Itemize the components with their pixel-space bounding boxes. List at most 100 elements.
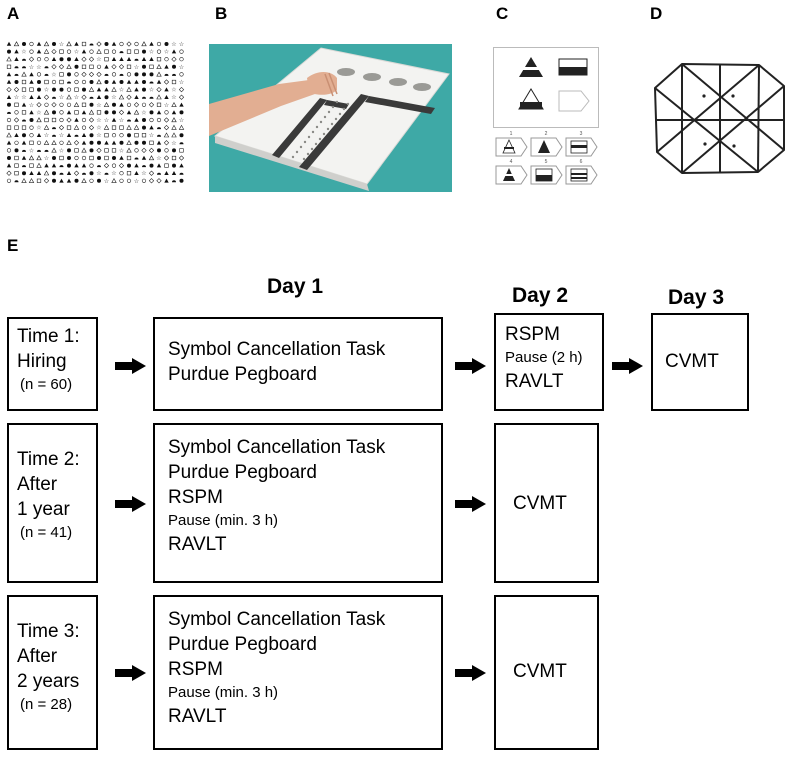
grid-symbol: [111, 177, 117, 183]
grid-symbol: [66, 133, 72, 137]
grid-symbol: [171, 56, 177, 62]
grid-symbol: ☆: [96, 56, 101, 63]
grid-symbol: [142, 72, 146, 77]
grid-symbol: [111, 72, 117, 77]
grid-symbol: [179, 57, 184, 62]
grid-symbol: [59, 110, 64, 115]
time-3-day-2-box: CVMT: [494, 595, 599, 750]
grid-symbol: ☆: [96, 102, 101, 109]
grid-symbol: ☆: [36, 125, 41, 132]
grid-symbol: [134, 148, 139, 153]
task-symbol-cancellation: Symbol Cancellation Task: [168, 437, 386, 458]
grid-symbol: [118, 94, 125, 100]
grid-symbol: [36, 140, 42, 145]
grid-symbol: [52, 96, 56, 99]
grid-symbol: [112, 102, 116, 107]
grid-symbol: [149, 117, 154, 123]
grid-symbol: [156, 94, 162, 100]
grid-symbol: [126, 86, 132, 92]
grid-symbol: [44, 66, 49, 69]
grid-symbol: [156, 102, 162, 107]
grid-symbol: [134, 41, 139, 47]
grid-symbol: [141, 133, 147, 138]
grid-symbol: [74, 41, 79, 46]
grid-symbol: [88, 124, 95, 131]
grid-symbol: ☆: [21, 94, 26, 101]
grid-symbol: [171, 110, 177, 115]
time-2-n: (n = 41): [20, 524, 73, 541]
grid-symbol: [81, 125, 87, 130]
grid-symbol: [134, 79, 139, 84]
grid-symbol: [111, 57, 117, 61]
grid-symbol: [156, 140, 162, 145]
grid-symbol: [97, 165, 101, 168]
grid-symbol: [74, 163, 79, 168]
grid-symbol: ☆: [119, 87, 124, 94]
grid-symbol: [81, 49, 87, 54]
grid-symbol: [126, 124, 132, 130]
grid-symbol: [171, 155, 177, 161]
grid-symbol: [51, 163, 57, 168]
grid-symbol: [44, 149, 49, 152]
grid-symbol: [126, 57, 132, 61]
grid-symbol: [81, 41, 87, 47]
grid-symbol: [6, 72, 12, 77]
grid-symbol: [134, 58, 139, 61]
task-cvmt: CVMT: [665, 351, 719, 372]
grid-symbol: [111, 163, 117, 168]
grid-symbol: [59, 178, 64, 183]
grid-symbol: [66, 63, 72, 69]
grid-symbol: [14, 49, 19, 54]
grid-symbol: [67, 148, 71, 153]
time-1-n: (n = 60): [20, 376, 73, 393]
grid-symbol: [89, 171, 94, 176]
grid-symbol: [142, 87, 146, 92]
grid-symbol: [43, 109, 50, 115]
grid-symbol: [126, 139, 132, 145]
grid-symbol: [134, 87, 139, 92]
grid-symbol: [103, 124, 110, 130]
grid-symbol: [156, 41, 162, 47]
grid-symbol: [74, 64, 79, 69]
grid-symbol: [96, 71, 102, 78]
grid-symbol: [74, 87, 79, 92]
grid-symbol: [134, 72, 139, 77]
grid-symbol: ☆: [149, 132, 154, 139]
grid-symbol: [44, 117, 49, 123]
grid-symbol: [6, 140, 12, 145]
time-3-day-1-box: Symbol Cancellation Task Purdue Pegboard…: [153, 595, 443, 750]
grid-symbol: [111, 117, 117, 122]
grid-symbol: [89, 102, 94, 107]
grid-symbol: [43, 178, 50, 184]
grid-symbol: [104, 80, 109, 84]
grid-symbol: ☆: [171, 140, 176, 147]
grid-symbol: [156, 163, 162, 168]
grid-symbol: [43, 170, 50, 176]
grid-symbol: [149, 81, 154, 84]
grid-symbol: [112, 110, 116, 115]
option-2-label: 2: [545, 131, 548, 137]
grid-symbol: [81, 56, 87, 62]
grid-symbol: [157, 148, 161, 153]
grid-symbol: [96, 87, 102, 92]
grid-symbol: [172, 148, 176, 153]
grid-symbol: ☆: [59, 132, 64, 139]
grid-symbol: [81, 155, 87, 161]
grid-symbol: [88, 56, 95, 62]
arrow-right-icon: [115, 665, 146, 681]
panel-label-a: A: [7, 4, 20, 23]
grid-symbol: [178, 124, 185, 130]
grid-symbol: ☆: [119, 147, 124, 154]
grid-symbol: [126, 171, 132, 176]
grid-symbol: [148, 178, 155, 184]
grid-symbol: ☆: [134, 178, 139, 185]
grid-symbol: [156, 49, 162, 54]
grid-symbol: [52, 156, 56, 160]
arrow-right-icon: [612, 358, 643, 374]
time-1-label: Time 1:: [17, 326, 80, 347]
grid-symbol: ☆: [96, 125, 101, 132]
time-1-day-2-box: RSPM Pause (2 h) RAVLT: [494, 313, 604, 411]
grid-symbol: [141, 178, 147, 183]
grid-symbol: [14, 155, 19, 161]
grid-symbol: [157, 127, 161, 130]
